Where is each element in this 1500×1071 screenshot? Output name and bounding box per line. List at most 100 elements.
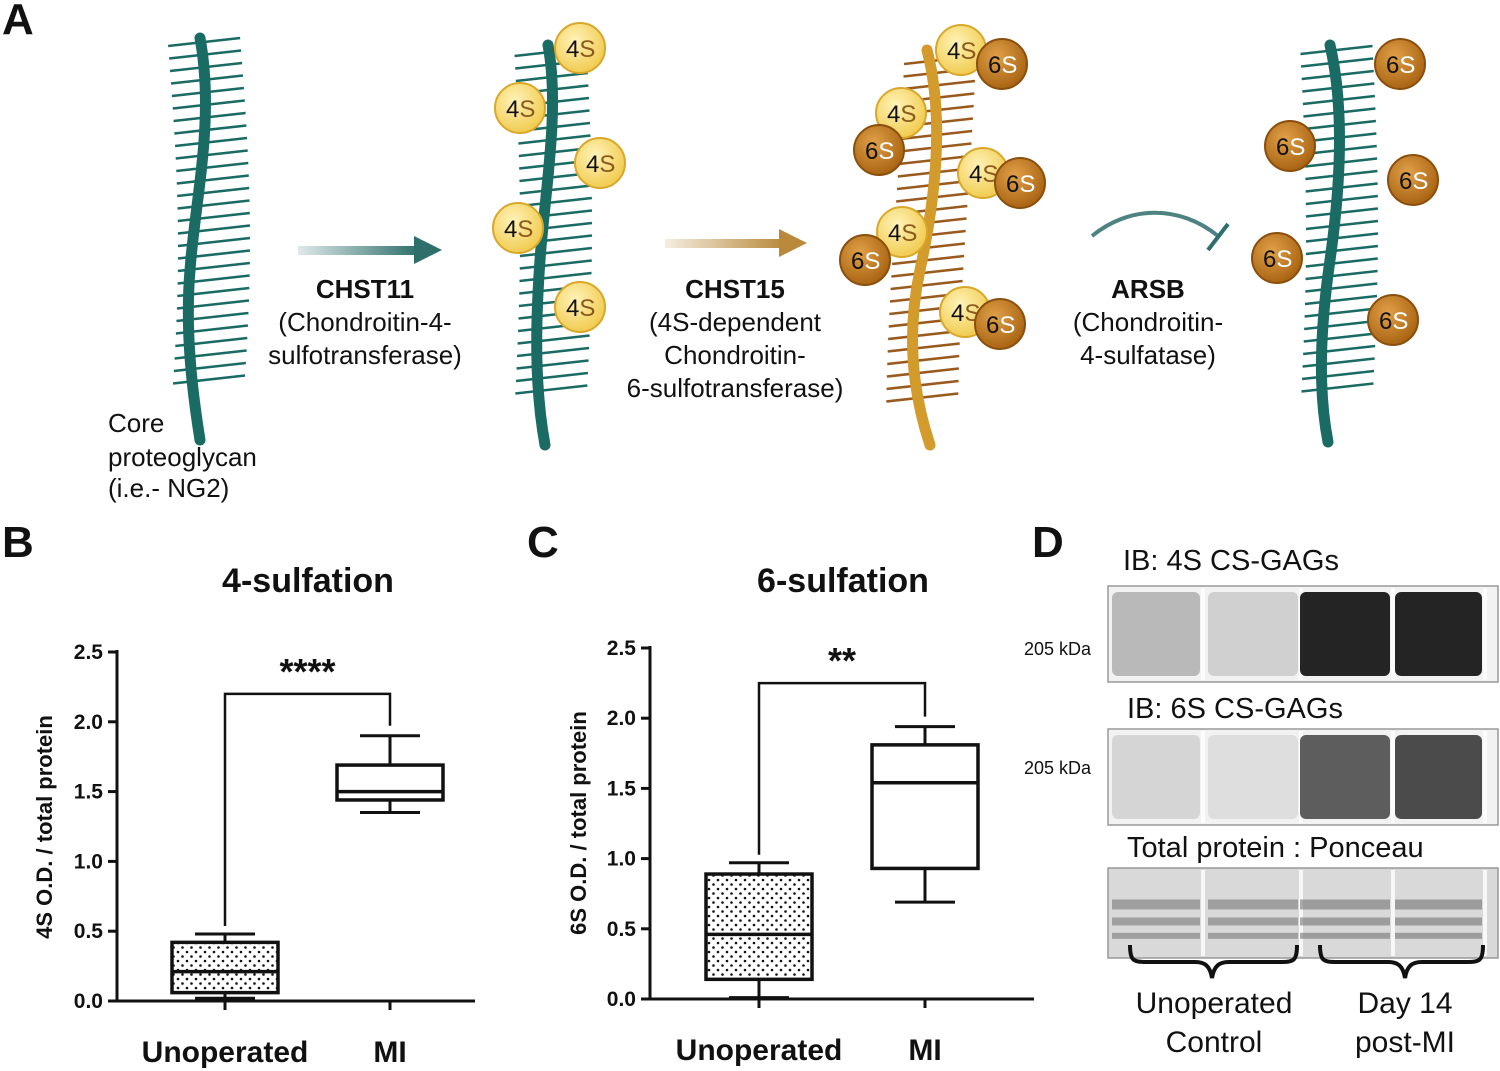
bead-number: 4 xyxy=(969,161,982,188)
blot-header-ponceau: Total protein : Ponceau xyxy=(1127,832,1424,864)
blot-band xyxy=(1208,932,1298,939)
panel-d: D IB: 4S CS-GAGs 205 kDa IB: 6S CS-GAGs … xyxy=(1024,518,1499,1059)
bead-number: 6 xyxy=(1386,52,1399,79)
box-unoperated xyxy=(170,932,280,1010)
bead-4s: 4S xyxy=(554,281,606,333)
chain-branch xyxy=(891,267,964,278)
blot-band xyxy=(1300,917,1390,926)
chain-branch xyxy=(174,124,247,135)
bead-sulfate: S xyxy=(579,295,595,322)
blot-band xyxy=(1395,735,1482,819)
chart-title-b: 4-sulfation xyxy=(222,562,394,600)
enzyme-name-chst15: CHST15 xyxy=(685,274,785,304)
bead-text: 6S xyxy=(1006,171,1035,198)
y-tick-label: 1.5 xyxy=(607,777,637,800)
blot-band xyxy=(1395,932,1482,939)
box-mi xyxy=(870,725,980,1008)
blot-marker-6s: 205 kDa xyxy=(1024,758,1092,778)
bead-4s: 4S xyxy=(876,206,928,258)
bead-6s: 6S xyxy=(1264,120,1316,172)
bead-number: 4 xyxy=(947,38,960,65)
chain-branch xyxy=(1304,319,1377,331)
bead-text: 6S xyxy=(1386,52,1415,79)
blot-marker-4s: 205 kDa xyxy=(1024,639,1092,659)
chain-branch xyxy=(177,186,250,198)
y-tick-label: 1.0 xyxy=(607,848,636,871)
enzyme-desc-arsb-2: 4-sulfatase) xyxy=(1080,340,1216,370)
x-category-label: MI xyxy=(373,1036,406,1069)
bead-text: 4S xyxy=(969,161,998,188)
bead-sulfate: S xyxy=(1001,52,1017,79)
blot-4s xyxy=(1107,585,1499,683)
bead-text: 6S xyxy=(1399,168,1428,195)
bead-6s: 6S xyxy=(1251,232,1303,284)
bead-circle xyxy=(554,22,606,74)
bead-text: 4S xyxy=(586,151,615,178)
chain-branch xyxy=(1305,207,1379,218)
bead-6s: 6S xyxy=(1387,154,1439,206)
bead-6s: 6S xyxy=(1367,294,1419,346)
blot-band xyxy=(1300,899,1390,910)
bead-4s: 4S xyxy=(574,137,626,189)
y-tick-label: 0.5 xyxy=(74,920,104,943)
box-mi xyxy=(335,734,445,1010)
bead-text: 4S xyxy=(566,36,595,63)
chain-branch xyxy=(519,196,592,208)
box-iqr xyxy=(335,763,445,802)
bead-text: 4S xyxy=(506,96,535,123)
bead-number: 4 xyxy=(951,300,964,327)
blot-band xyxy=(1112,932,1200,939)
group-label-control-2: Control xyxy=(1166,1026,1263,1059)
blot-band xyxy=(1208,735,1298,819)
chain-backbone xyxy=(182,32,211,446)
bead-circle xyxy=(1387,154,1439,206)
bead-number: 4 xyxy=(504,216,517,243)
enzyme-desc-chst15-2: Chondroitin- xyxy=(664,340,806,370)
bead-sulfate: S xyxy=(1276,246,1292,273)
bead-circle xyxy=(839,234,891,286)
chain-branch xyxy=(887,342,960,353)
bead-number: 6 xyxy=(1263,246,1276,273)
chain-branch xyxy=(519,259,592,270)
chain-branch xyxy=(1305,269,1378,281)
bead-sulfate: S xyxy=(878,138,894,165)
bead-circle xyxy=(574,137,626,189)
bead-circle xyxy=(976,38,1028,90)
chain-branch xyxy=(174,136,248,148)
y-tick-label: 2.0 xyxy=(607,707,636,730)
core-label-line-2: proteoglycan xyxy=(108,442,257,472)
chst15-arrow xyxy=(665,229,807,257)
bead-text: 6S xyxy=(1263,246,1292,273)
bead-4s: 4S xyxy=(554,22,606,74)
chain-branch xyxy=(173,361,247,373)
core-label-line-3: (i.e.- NG2) xyxy=(108,473,229,503)
blot-band xyxy=(1395,917,1482,926)
bead-number: 4 xyxy=(566,295,579,322)
bead-number: 4 xyxy=(887,101,900,128)
bead-6s: 6S xyxy=(1374,38,1426,90)
core-proteoglycan-1 xyxy=(168,32,251,446)
bead-text: 4S xyxy=(566,295,595,322)
box-iqr xyxy=(704,872,814,982)
bead-number: 4 xyxy=(888,220,901,247)
y-tick-label: 0.0 xyxy=(74,990,103,1013)
y-tick-label: 2.5 xyxy=(607,637,637,660)
bead-6s: 6S xyxy=(839,234,891,286)
blot-band xyxy=(1112,917,1200,926)
bead-6s: 6S xyxy=(976,38,1028,90)
chain-branch xyxy=(176,174,249,185)
chain-branch xyxy=(516,359,589,370)
y-tick-label: 2.5 xyxy=(74,641,104,664)
y-axis-label-b: 4S O.D. / total protein xyxy=(32,715,57,939)
x-category-label: MI xyxy=(908,1034,941,1067)
blot-band xyxy=(1208,592,1298,676)
enzyme-desc-chst15-1: (4S-dependent xyxy=(649,307,822,337)
chain-backbone xyxy=(531,39,559,451)
chain-branch xyxy=(1305,232,1379,243)
group-label-control-1: Unoperated xyxy=(1136,987,1293,1020)
